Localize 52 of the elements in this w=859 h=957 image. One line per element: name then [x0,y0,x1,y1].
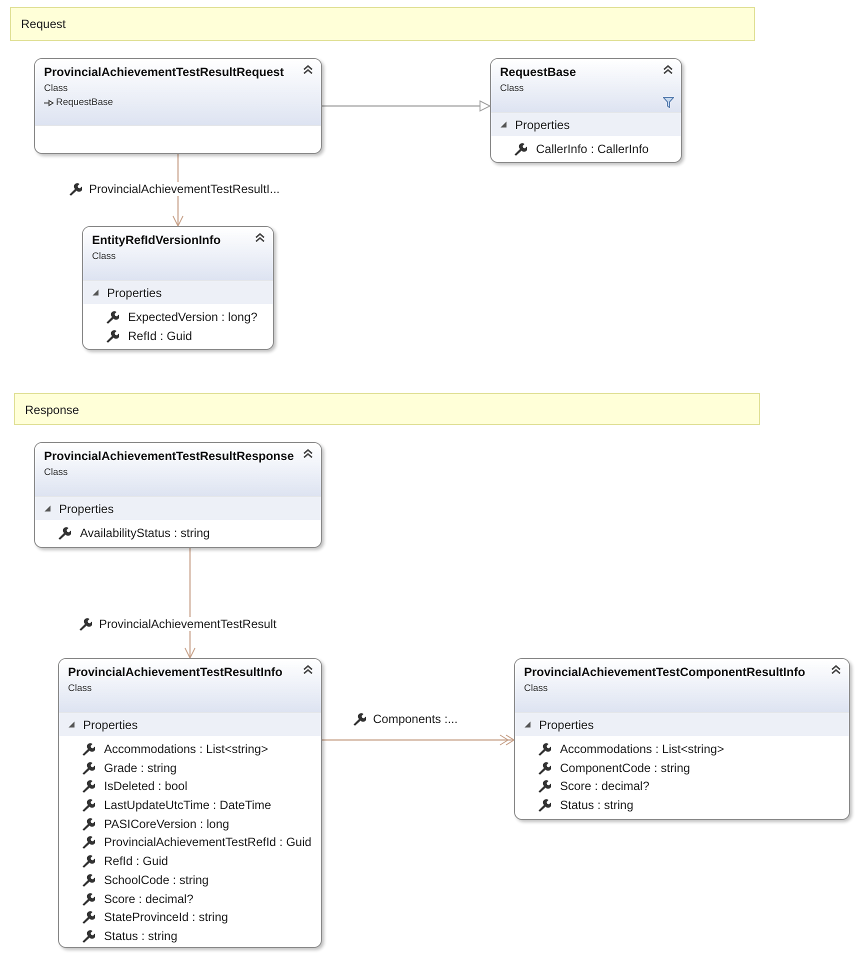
class-type-label: Class [68,683,92,694]
section-title: Properties [539,718,594,732]
property-text: Accommodations : List<string> [104,742,268,756]
class-box [514,658,850,820]
property-text: Grade : string [104,760,177,775]
note-text: Request [21,17,66,31]
class-name: ProvincialAchievementTestResultRequest [44,65,284,79]
note-banner [14,393,760,425]
note-text: Response [25,403,80,417]
property-text: ProvincialAchievementTestRefId : Guid [104,835,312,850]
class-name: ProvincialAchievementTestResultInfo [68,665,282,679]
edge-label: ProvincialAchievementTestResult [97,617,278,631]
property-text: Score : decimal? [560,779,650,794]
property-text: StateProvinceId : string [104,910,228,924]
class-type-label: Class [500,83,524,94]
class-box [34,442,322,548]
class-type-label: Class [524,683,548,694]
section-title: Properties [83,718,138,732]
property-text: LastUpdateUtcTime : DateTime [104,798,272,812]
property-text: IsDeleted : bool [104,779,188,794]
class-name: ProvincialAchievementTestResultResponse [44,449,294,463]
property-text: Score : decimal? [104,892,194,906]
class-box [490,58,682,163]
property-text: RefId : Guid [104,854,168,868]
class-type-label: Class [92,251,116,262]
class-name: RequestBase [500,65,576,79]
property-text: AvailabilityStatus : string [80,526,210,540]
class-name: ProvincialAchievementTestComponentResultInfo [524,665,806,679]
property-text: RefId : Guid [128,328,192,343]
class-box [34,58,322,154]
section-title: Properties [515,118,570,132]
class-type-label: Class [44,467,68,478]
class-type-label: Class [44,83,68,94]
edge-label: Components :... [371,712,460,726]
edge-label: ProvincialAchievementTestResultI... [87,182,282,196]
property-text: Accommodations : List<string> [560,742,724,756]
section-title: Properties [59,502,114,516]
class-box [82,226,274,350]
property-text: CallerInfo : CallerInfo [536,142,649,156]
property-text: PASICoreVersion : long [104,816,230,831]
property-text: Status : string [560,798,634,812]
property-text: ComponentCode : string [560,760,690,775]
connector-arrow [184,548,196,658]
property-text: ExpectedVersion : long? [128,310,258,324]
property-text: SchoolCode : string [104,872,209,887]
property-text: Status : string [104,928,178,943]
section-title: Properties [107,286,162,300]
note-banner [10,7,755,41]
base-class-label: RequestBase [56,97,114,108]
class-name: EntityRefIdVersionInfo [92,233,221,247]
class-box [58,658,322,948]
connector-arrow [322,100,490,112]
